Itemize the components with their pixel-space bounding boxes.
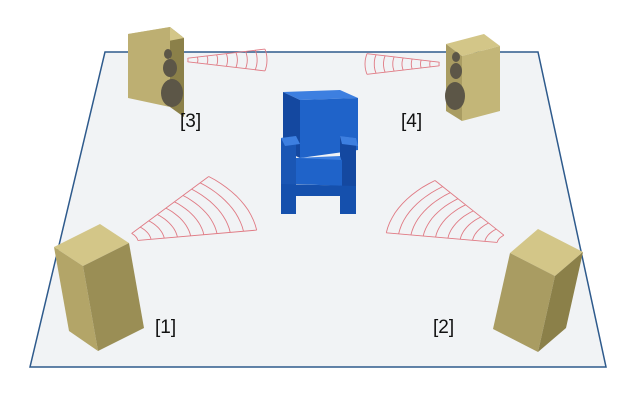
midrange-driver — [163, 59, 177, 77]
sound-wave-arc — [139, 226, 152, 240]
sound-wave-arc — [472, 222, 489, 241]
rear-right-speaker — [445, 34, 500, 121]
sound-wave-arc — [208, 176, 258, 231]
sound-wave-icon-rear-right — [364, 53, 440, 75]
sound-wave-arc — [206, 55, 209, 65]
sound-wave-arc — [254, 50, 258, 70]
sound-wave-edge — [187, 48, 265, 59]
sound-wave-arc — [383, 55, 386, 73]
sound-wave-arc — [429, 60, 431, 68]
sound-wave-arc — [410, 58, 413, 70]
speaker-top — [54, 224, 129, 266]
speaker-front — [493, 253, 555, 352]
speaker-front — [54, 247, 98, 351]
rear-left-speaker — [128, 27, 184, 117]
midrange-driver — [450, 63, 462, 79]
sound-wave-arc — [459, 216, 482, 240]
sound-wave-arc — [435, 204, 466, 238]
sound-wave-edge — [366, 65, 440, 75]
sound-wave-icon-rear-left — [187, 48, 268, 72]
sound-wave-arc — [484, 228, 497, 242]
speaker-label-front-right: [2] — [433, 317, 455, 338]
chair-back-top — [283, 90, 358, 100]
chair-arm-right-top — [340, 136, 358, 146]
floor-plane — [29, 51, 607, 368]
chair-seat-front — [296, 158, 342, 186]
chair-base — [281, 184, 356, 214]
sound-wave-arc — [174, 201, 205, 235]
sound-wave-arc — [245, 51, 248, 69]
sound-wave-icon-front-left — [131, 176, 258, 241]
sound-wave-arc — [420, 59, 422, 69]
tweeter — [452, 52, 460, 62]
sound-wave-arc — [410, 192, 451, 236]
sound-wave-icon-front-right — [385, 180, 505, 243]
speaker-side — [462, 46, 500, 121]
sound-wave-arc — [364, 53, 368, 75]
speaker-side — [83, 243, 144, 351]
tweeter — [164, 49, 172, 59]
speaker-label-rear-left: [3] — [180, 111, 202, 132]
speaker-label-front-left: [1] — [155, 317, 177, 338]
sound-wave-edge — [187, 61, 265, 72]
front-right-speaker — [493, 229, 583, 352]
sound-wave-arc — [401, 57, 404, 71]
sound-wave-arc — [182, 195, 218, 234]
sound-wave-edge — [131, 176, 209, 234]
sound-wave-edge — [366, 53, 440, 63]
sound-wave-arc — [392, 56, 395, 72]
sound-wave-arc — [264, 48, 268, 72]
sound-wave-arc — [191, 188, 231, 233]
sound-wave-arc — [196, 56, 199, 64]
woofer-driver — [161, 79, 183, 107]
sound-wave-edge — [137, 229, 257, 241]
sound-wave-edge — [386, 232, 498, 243]
speaker-top — [446, 34, 500, 56]
front-left-speaker — [54, 224, 144, 351]
sound-wave-arc — [422, 198, 459, 237]
sound-wave-arc — [235, 52, 238, 68]
sound-wave-arc — [131, 233, 139, 241]
armchair-icon — [281, 90, 358, 214]
speaker-side — [538, 252, 583, 352]
sound-wave-arc — [373, 54, 377, 74]
speaker-label-rear-right: [4] — [401, 111, 423, 132]
sound-wave-arc — [157, 214, 178, 238]
speaker-front — [128, 27, 170, 107]
speaker-top — [510, 229, 583, 276]
sound-wave-arc — [148, 220, 165, 239]
sound-wave-arc — [398, 186, 443, 235]
sound-wave-arc — [216, 54, 219, 66]
sound-wave-arc — [385, 180, 436, 233]
sound-wave-arc — [447, 210, 474, 239]
sound-wave-arc — [225, 53, 228, 67]
sound-wave-arc — [199, 182, 244, 232]
sound-wave-edge — [434, 180, 505, 236]
sound-wave-arc — [496, 234, 505, 243]
sound-wave-arc — [165, 207, 192, 236]
woofer-driver — [445, 82, 465, 110]
chair-arm-left-top — [281, 136, 300, 146]
